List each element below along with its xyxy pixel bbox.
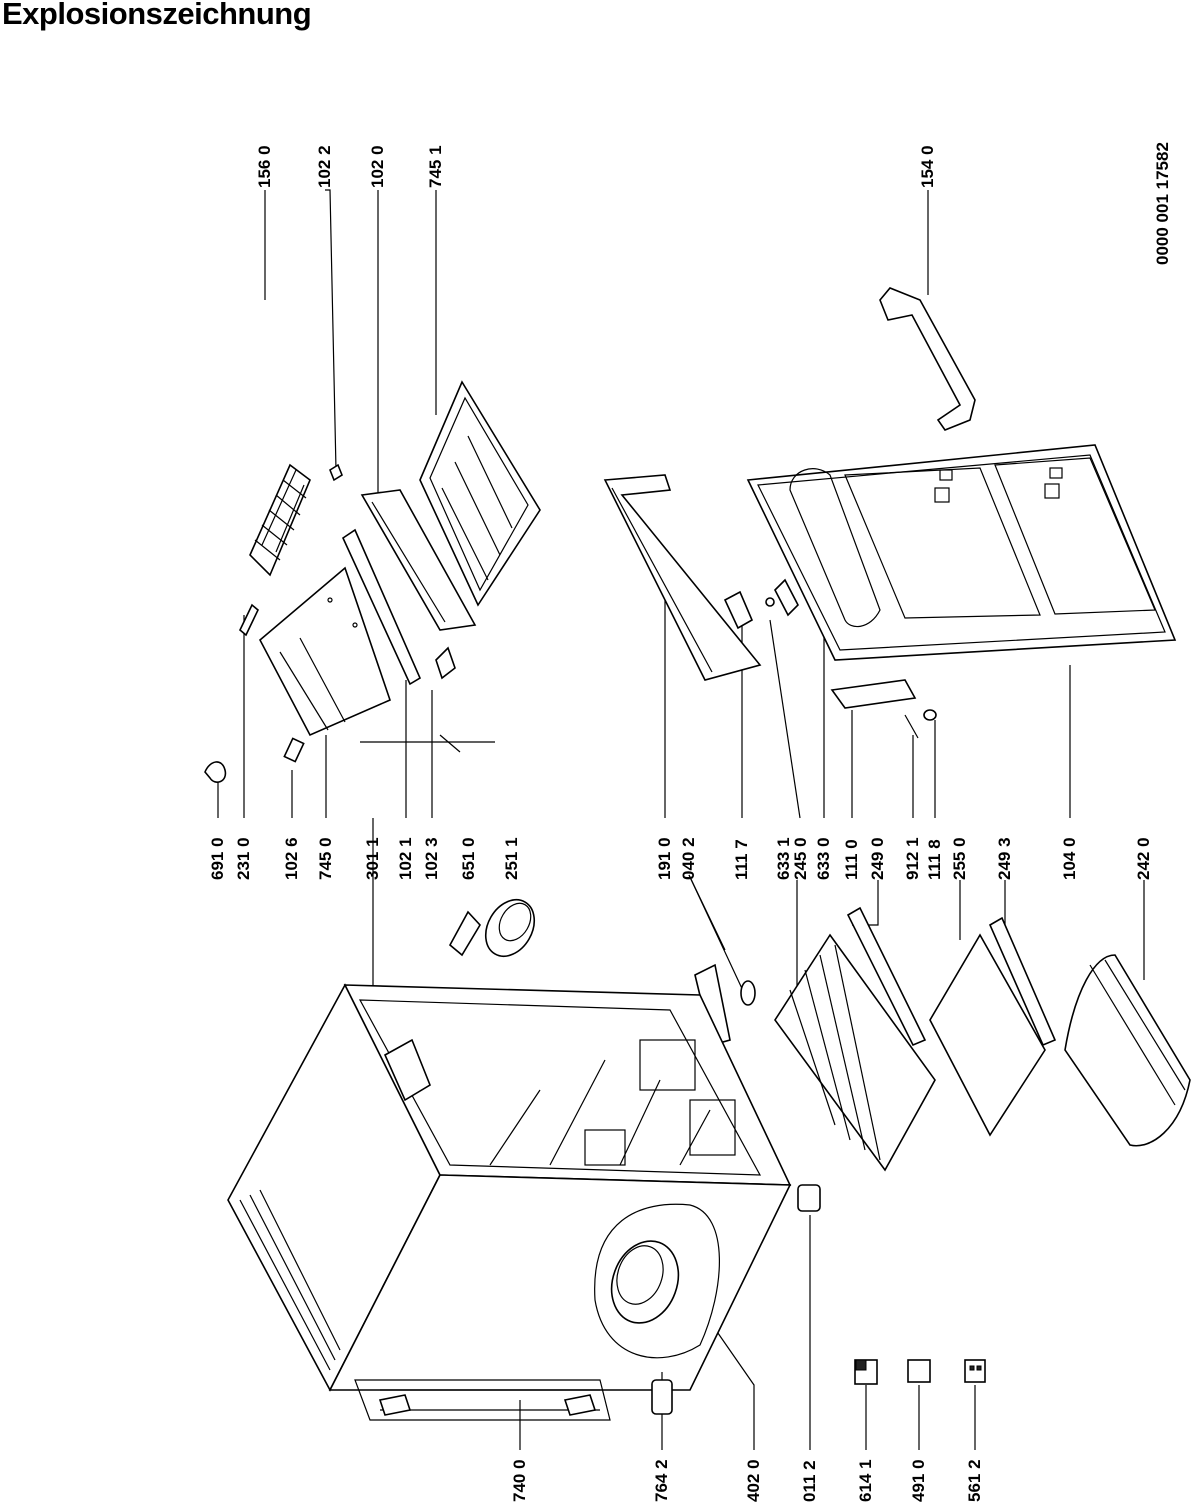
part-label: 633 1 [774,837,793,880]
part-label: 011 2 [800,1460,819,1502]
part-label: 191 0 [655,837,674,880]
relay-cover [907,1359,931,1383]
cable-bracket [239,603,259,637]
part-label: 249 0 [868,837,887,880]
part-label: 111 7 [732,839,751,880]
part-label: 251 1 [502,837,521,880]
part-label: 491 0 [909,1459,928,1502]
part-label: 111 0 [842,839,861,880]
part-label: 245 0 [791,837,810,880]
part-label: 402 0 [744,1459,763,1502]
shelf-edge-strip [846,906,927,1047]
part-label: 745 1 [426,145,445,188]
diagram-title: Explosionszeichnung [2,0,312,31]
freezer-compartment [258,566,495,753]
small-clip [329,463,343,482]
part-label: 231 0 [234,837,253,880]
starter-relay [854,1359,878,1385]
glass-shelf-edge [988,916,1057,1047]
ice-cube-tray [249,463,311,577]
compressor [594,1203,720,1359]
part-label: 242 0 [1134,837,1153,880]
terminal-block [964,1359,986,1383]
part-label: 102 0 [368,145,387,188]
rail-strip [341,528,422,686]
part-label: 249 3 [995,837,1014,880]
crisper-drawer [1064,954,1191,1147]
part-label: 111 8 [925,839,944,880]
shelf-rail [360,489,477,631]
part-label: 156 0 [255,145,274,188]
label-plate [723,590,754,630]
part-label: 102 2 [315,145,334,188]
cabinet [227,983,792,1392]
part-label: 633 0 [814,837,833,880]
part-label: 745 0 [316,837,335,880]
condenser-grille [239,1189,341,1371]
part-label: 040 2 [679,837,698,880]
part-label: 301 1 [363,837,382,880]
part-label: 102 3 [422,837,441,880]
hinge-bracket [694,963,756,1046]
part-label: 691 0 [208,837,227,880]
part-label: 104 0 [1060,837,1079,880]
part-label: 102 1 [396,837,415,880]
cable-clip [204,761,227,783]
part-label: 255 0 [950,837,969,880]
dryer-filter [651,1372,673,1415]
part-label: 614 1 [856,1459,875,1502]
part-label: 740 0 [510,1459,529,1502]
evaporator-shelf [419,380,541,607]
door-gasket [603,474,762,681]
part-label: 651 0 [459,837,478,880]
part-label: 102 6 [282,837,301,880]
lamp-holder [283,737,305,763]
part-label: 912 1 [903,837,922,880]
wire-shelf [774,933,936,1172]
part-label: 154 0 [918,145,937,188]
thermostat-knob-assembly [448,898,536,958]
door [746,444,1177,661]
glass-shelf [929,933,1046,1137]
part-label: 764 2 [652,1459,671,1502]
part-label: 561 2 [965,1459,984,1502]
thermostat [435,646,456,680]
condenser [354,1379,611,1421]
foot [797,1184,821,1212]
hinge-parts [765,578,937,739]
door-handle [879,287,976,431]
